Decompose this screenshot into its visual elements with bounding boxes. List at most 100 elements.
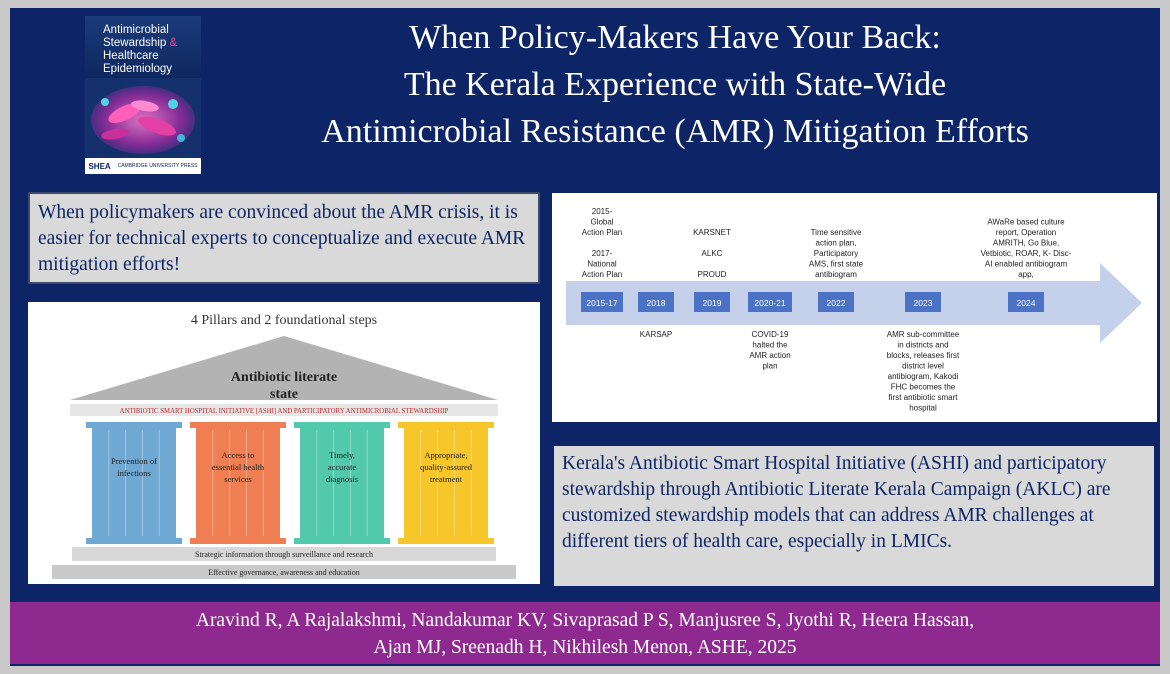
pillar-label: Appropriate,	[424, 450, 467, 460]
cambridge-logo: CAMBRIDGE UNIVERSITY PRESS	[117, 163, 198, 169]
authors-footer: Aravind R, A Rajalakshmi, Nandakumar KV,…	[10, 602, 1160, 664]
pillar-3: Timely, accurate diagnosis	[294, 422, 390, 544]
pillar-label: treatment	[430, 474, 463, 484]
journal-cover-title: Antimicrobial Stewardship & Healthcare E…	[103, 24, 197, 76]
pillar-capital	[86, 422, 182, 428]
pillar-label: quality-assured	[420, 462, 473, 472]
timeline-event-below: plan	[762, 362, 777, 371]
cover-line-2: Stewardship	[103, 37, 167, 49]
title-line-1: When Policy-Makers Have Your Back:	[409, 19, 941, 56]
timeline-year-box	[694, 292, 730, 312]
timeline-event-above: app,	[1018, 270, 1034, 279]
timeline-year-label: 2015-17	[586, 298, 617, 308]
timeline-event-below: FHC becomes the	[891, 383, 956, 392]
pillar-label: infections	[117, 468, 151, 478]
timeline-year-box	[818, 292, 854, 312]
pillar-base	[86, 538, 182, 544]
timeline-event-above: Participatory	[814, 249, 858, 258]
timeline-year-box	[748, 292, 792, 312]
timeline-event-above: ALKC	[702, 249, 723, 258]
pillar-4: Appropriate, quality-assured treatment	[398, 422, 494, 544]
timeline-event-below: halted the	[752, 341, 788, 350]
pillar-label: Prevention of	[111, 456, 157, 466]
bacteria-illustration-icon	[85, 78, 201, 158]
timeline-event-above: Vetbiotic, ROAR, K- Disc-	[981, 249, 1072, 258]
timeline-year-box	[581, 292, 623, 312]
timeline-event-above: KARSNET	[693, 228, 731, 237]
title-line-2: The Kerala Experience with State-Wide	[403, 66, 947, 103]
pillar-shaft	[92, 428, 176, 538]
timeline-event-above: antibiogram	[815, 270, 857, 279]
cover-line-4: Epidemiology	[103, 63, 173, 75]
timeline-event-above: report, Operation	[996, 228, 1056, 237]
timeline-event-above: action plan,	[816, 239, 857, 248]
title-line-3: Antimicrobial Resistance (AMR) Mitigatio…	[321, 113, 1029, 150]
timeline-event-below: AMR sub-committee	[887, 330, 960, 339]
pillar-label: essential health	[212, 462, 265, 472]
pillar-label: services	[224, 474, 251, 484]
timeline-year-box	[905, 292, 941, 312]
timeline-event-above: 2017-	[592, 249, 613, 258]
timeline-event-above: Time sensitive	[811, 228, 862, 237]
pillar-capital	[190, 422, 286, 428]
timeline-year-label: 2024	[1017, 298, 1036, 308]
step-2-bar	[52, 565, 516, 579]
key-message-right: Kerala's Antibiotic Smart Hospital Initi…	[554, 446, 1154, 586]
pillar-2: Access to essential health services	[190, 422, 286, 544]
timeline-event-below: in districts and	[897, 341, 948, 350]
timeline-year-label: 2018	[647, 298, 666, 308]
timeline-event-above: AMS, first state	[809, 260, 864, 269]
pillar-label: accurate	[328, 462, 357, 472]
timeline-event-above: AMRITH, Go Blue,	[993, 239, 1059, 248]
timeline-event-above: Action Plan	[582, 270, 622, 279]
pillar-base	[398, 538, 494, 544]
timeline-year-label: 2020-21	[754, 298, 785, 308]
step-1-bar	[72, 547, 496, 561]
timeline-event-above: Global	[590, 218, 613, 227]
timeline-event-above: PROUD	[698, 270, 727, 279]
authors-line-1: Aravind R, A Rajalakshmi, Nandakumar KV,…	[195, 610, 975, 631]
timeline-event-above: AI enabled antibiogram	[985, 260, 1068, 269]
roof-shape	[70, 336, 498, 400]
cover-line-3: Healthcare	[103, 50, 159, 62]
pillars-heading: 4 Pillars and 2 foundational steps	[191, 313, 377, 328]
timeline-event-below: KARSAP	[640, 330, 672, 339]
timeline-year-box	[1008, 292, 1044, 312]
authors-line-2: Ajan MJ, Sreenadh H, Nikhilesh Menon, AS…	[373, 637, 797, 658]
pillar-capital	[398, 422, 494, 428]
cover-line-1: Antimicrobial	[103, 24, 169, 36]
timeline-year-label: 2023	[914, 298, 933, 308]
shea-logo: SHEA	[88, 161, 111, 171]
timeline-year-label: 2019	[703, 298, 722, 308]
banner-bar	[70, 404, 498, 416]
pillars-diagram: 4 Pillars and 2 foundational steps Antib…	[52, 313, 516, 579]
journal-cover-image: Antimicrobial Stewardship & Healthcare E…	[85, 16, 201, 174]
pillar-shaft	[300, 428, 384, 538]
step-2-text: Effective governance, awareness and educ…	[208, 568, 360, 577]
roof-line-2: state	[270, 387, 298, 402]
step-1-text: Strategic information through surveillan…	[195, 550, 373, 559]
key-message-left: When policymakers are convinced about th…	[28, 192, 540, 284]
pillar-capital	[294, 422, 390, 428]
timeline-event-below: COVID-19	[752, 330, 789, 339]
timeline-event-above: 2015-	[592, 207, 613, 216]
pillar-label: diagnosis	[326, 474, 358, 484]
pillar-label: Timely,	[329, 450, 355, 460]
timeline-event-below: AMR action	[749, 351, 790, 360]
poster-title: When Policy-Makers Have Your Back: The K…	[210, 14, 1140, 155]
cover-ampersand: &	[169, 37, 178, 49]
pillar-group: Prevention of infections Access to essentia…	[86, 422, 494, 544]
timeline-event-below: hospital	[909, 404, 937, 413]
pillar-label: Access to	[222, 450, 255, 460]
pillar-base	[294, 538, 390, 544]
pillar-shaft	[196, 428, 280, 538]
timeline-year-label: 2022	[827, 298, 846, 308]
timeline-event-above: National	[587, 260, 617, 269]
timeline-event-below: antibiogram, Kakodi	[888, 372, 959, 381]
roof-line-1: Antibiotic literate	[231, 370, 337, 385]
timeline-event-below: blocks, releases first	[887, 351, 960, 360]
banner-text: ANTIBIOTIC SMART HOSPITAL INITIATIVE [AS…	[120, 408, 449, 415]
